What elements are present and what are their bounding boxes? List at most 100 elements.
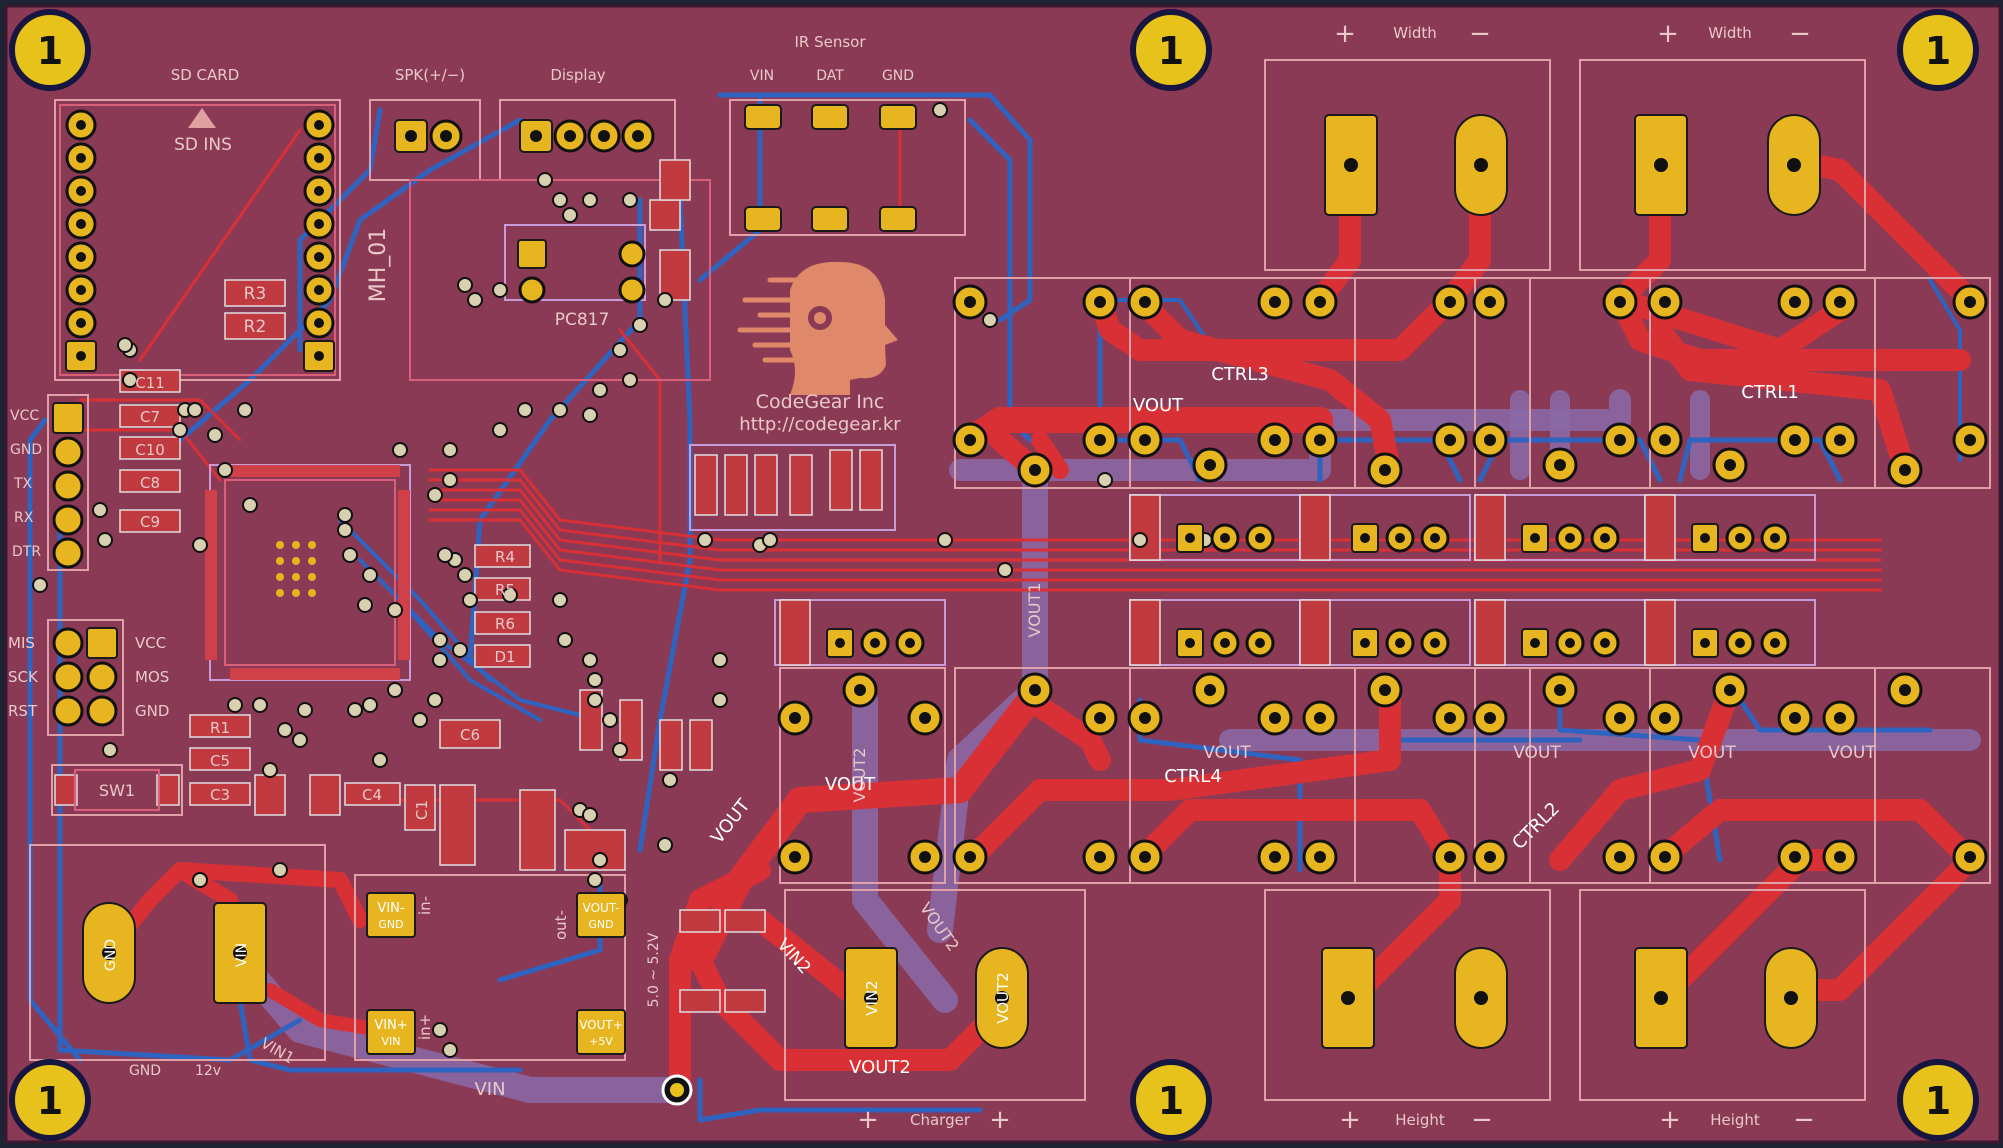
label-r4: R4 [495,548,515,566]
via [362,697,378,713]
via [587,672,603,688]
label-r3: R3 [244,284,267,304]
label-vin-net: VIN [474,1079,505,1100]
via [492,282,508,298]
label-mh01: MH_01 [366,228,391,303]
svg-text:1: 1 [1925,1079,1951,1123]
pin-label-mis: MIS [8,634,35,652]
via [117,337,133,353]
via [372,752,388,768]
label-in-plus: in+ [416,1014,434,1040]
label-r2: R2 [244,317,267,337]
header-pads [52,104,1790,1055]
via [347,702,363,718]
label-c10: C10 [135,441,165,459]
label-12v: 12v [195,1063,221,1079]
svg-text:1: 1 [37,1079,63,1123]
sd-insert-arrow-icon [188,108,216,128]
via [502,587,518,603]
net-vout-left: VOUT [825,774,876,795]
width-label-1: Width [1393,24,1437,42]
via [207,427,223,443]
via [92,502,108,518]
label-r6: R6 [495,615,515,633]
via [932,102,948,118]
mounting-holes: 1 1 1 1 1 1 [9,9,1979,1141]
label-c4: C4 [362,786,382,804]
label-ir-gnd: GND [882,68,914,84]
label-vin-plus-sub: VIN [382,1035,401,1048]
label-c9: C9 [140,513,160,531]
height-minus-2: − [1793,1105,1815,1135]
width-label-2: Width [1708,24,1752,42]
via [337,507,353,523]
width-plus-1: + [1334,19,1356,49]
label-terminal-vin: VIN [234,943,250,967]
height-label-2: Height [1710,1111,1760,1129]
via [227,697,243,713]
label-pc817: PC817 [555,310,610,330]
label-in-minus: in- [416,896,434,915]
charger-label: Charger [910,1111,971,1129]
via [1132,532,1148,548]
net-ctrl1: CTRL1 [1741,382,1799,403]
via [552,192,568,208]
charger-vin2: VIN2 [863,980,881,1015]
label-vin-plus: VIN+ [374,1018,407,1033]
via [272,862,288,878]
label-vin-minus-sub: GND [378,918,403,931]
label-c8: C8 [140,474,160,492]
pin-label-dtr: DTR [12,544,41,560]
via [357,597,373,613]
vias [32,102,1213,1106]
label-c11: C11 [135,374,165,392]
via [122,372,138,388]
label-ir-dat: DAT [816,68,844,84]
sd-card-pins [65,109,335,372]
via [517,402,533,418]
height-minus-1: − [1471,1105,1493,1135]
via [237,402,253,418]
via [697,532,713,548]
label-vout-minus-sub: GND [588,918,613,931]
charger-vout2: VOUT2 [994,972,1012,1024]
via [602,712,618,728]
svg-text:1: 1 [1158,1079,1184,1123]
smd-components [119,159,1676,1013]
via [252,697,268,713]
via [97,532,113,548]
via [712,692,728,708]
svg-text:1: 1 [1158,29,1184,73]
via [452,642,468,658]
via [712,652,728,668]
via [427,692,443,708]
via [657,292,673,308]
mounting-hole: 1 [9,9,91,91]
via [982,312,998,328]
via [392,442,408,458]
mounting-hole: 1 [1897,1059,1979,1141]
via [437,547,453,563]
label-out-minus: out- [552,910,570,940]
label-c5: C5 [210,752,230,770]
via [612,742,628,758]
width-plus-2: + [1657,19,1679,49]
via [412,712,428,728]
via [102,742,118,758]
label-vout-plus-sub: +5V [589,1035,613,1048]
width-minus-2: − [1789,19,1811,49]
label-r1: R1 [210,719,230,737]
net-vout-2: VOUT [1513,743,1561,763]
via [622,192,638,208]
mounting-hole: 1 [1130,1059,1212,1141]
via [277,722,293,738]
via [762,532,778,548]
mounting-hole: 1 [1897,9,1979,91]
via [242,497,258,513]
via [442,442,458,458]
via [292,732,308,748]
via [587,692,603,708]
via [997,562,1013,578]
